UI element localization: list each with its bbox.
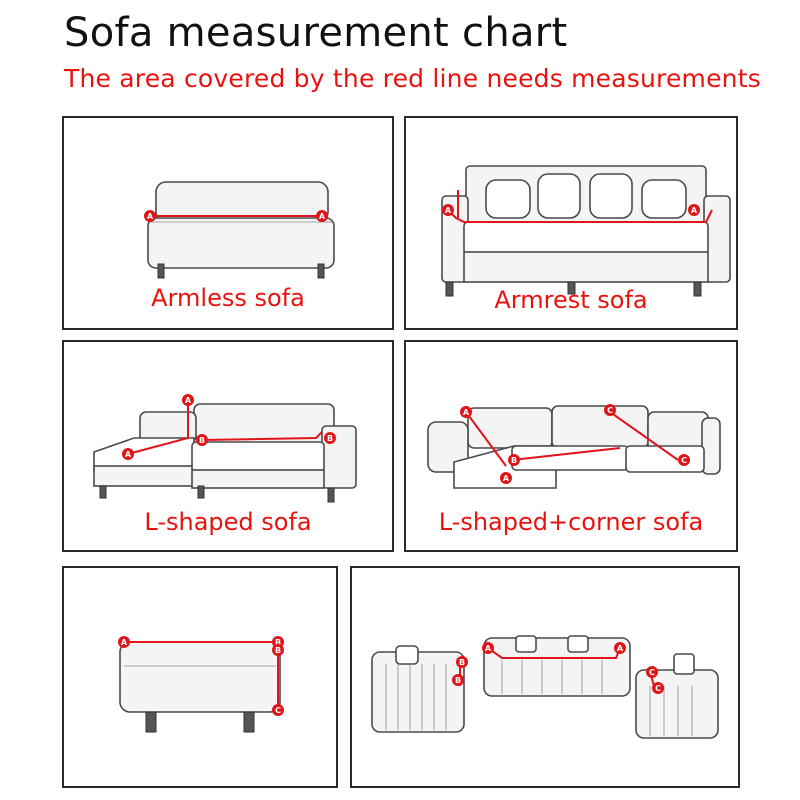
marker-a-left: A bbox=[144, 210, 156, 222]
svg-text:A: A bbox=[503, 474, 510, 483]
svg-text:C: C bbox=[655, 684, 661, 693]
l-shaped-sofa-illustration: A A B B bbox=[93, 394, 357, 503]
marker-b-right: B bbox=[324, 432, 336, 444]
caption-l-shaped-corner-sofa: L-shaped+corner sofa bbox=[438, 508, 704, 536]
marker-a-left: A bbox=[482, 642, 494, 654]
marker-c-bottom: C bbox=[652, 682, 664, 694]
panel-ottoman: A B B C bbox=[62, 566, 338, 788]
panel-armless-sofa: A A Armless sofa bbox=[62, 116, 394, 330]
chart-subtitle: The area covered by the red line needs m… bbox=[64, 64, 761, 93]
marker-b-bottom: B bbox=[452, 674, 464, 686]
marker-a-right: A bbox=[316, 210, 328, 222]
marker-b-center: B bbox=[196, 434, 208, 446]
ottoman-illustration: A B B C bbox=[118, 636, 284, 733]
svg-text:B: B bbox=[327, 434, 333, 443]
svg-text:A: A bbox=[319, 212, 326, 221]
svg-text:A: A bbox=[485, 644, 492, 653]
svg-text:A: A bbox=[147, 212, 154, 221]
svg-text:A: A bbox=[121, 638, 128, 647]
marker-a-right: A bbox=[614, 642, 626, 654]
marker-b-side: B bbox=[272, 644, 284, 656]
caption-armrest-sofa: Armrest sofa bbox=[494, 286, 648, 314]
marker-c: C bbox=[272, 704, 284, 716]
svg-text:A: A bbox=[125, 450, 132, 459]
panel-l-shaped-sofa: A A B B L-shaped sofa bbox=[62, 340, 394, 552]
l-shaped-corner-sofa-illustration: A A B C C bbox=[427, 404, 721, 489]
marker-a-left: A bbox=[122, 448, 134, 460]
marker-a-right: A bbox=[688, 204, 700, 216]
marker-a-top: A bbox=[182, 394, 194, 406]
armrest-sofa-illustration: A A bbox=[441, 165, 731, 297]
sofa-set-illustration: A A B B C C bbox=[371, 635, 719, 739]
marker-a: A bbox=[118, 636, 130, 648]
svg-text:A: A bbox=[445, 206, 452, 215]
svg-text:C: C bbox=[649, 668, 655, 677]
svg-text:B: B bbox=[511, 456, 517, 465]
svg-text:A: A bbox=[185, 396, 192, 405]
marker-a-top: A bbox=[460, 406, 472, 418]
marker-c-right: C bbox=[678, 454, 690, 466]
panel-l-shaped-corner-sofa: A A B C C L-shaped+corner sofa bbox=[404, 340, 738, 552]
chart-title: Sofa measurement chart bbox=[64, 10, 568, 56]
caption-armless-sofa: Armless sofa bbox=[151, 284, 305, 312]
caption-l-shaped-sofa: L-shaped sofa bbox=[144, 508, 312, 536]
marker-a-left: A bbox=[442, 204, 454, 216]
marker-b-center: B bbox=[508, 454, 520, 466]
marker-a-bottom: A bbox=[500, 472, 512, 484]
marker-b-top: B bbox=[456, 656, 468, 668]
svg-text:A: A bbox=[617, 644, 624, 653]
svg-text:C: C bbox=[607, 406, 613, 415]
armless-sofa-illustration: A A bbox=[144, 181, 335, 279]
marker-c-top: C bbox=[604, 404, 616, 416]
svg-text:C: C bbox=[275, 706, 281, 715]
svg-text:B: B bbox=[459, 658, 465, 667]
panel-armrest-sofa: A A Armrest sofa bbox=[404, 116, 738, 330]
marker-c-top: C bbox=[646, 666, 658, 678]
svg-text:B: B bbox=[275, 646, 281, 655]
svg-text:B: B bbox=[199, 436, 205, 445]
svg-text:A: A bbox=[691, 206, 698, 215]
svg-text:B: B bbox=[455, 676, 461, 685]
svg-text:A: A bbox=[463, 408, 470, 417]
panel-sofa-set: A A B B C C bbox=[350, 566, 740, 788]
svg-text:C: C bbox=[681, 456, 687, 465]
svg-text:B: B bbox=[275, 638, 281, 647]
